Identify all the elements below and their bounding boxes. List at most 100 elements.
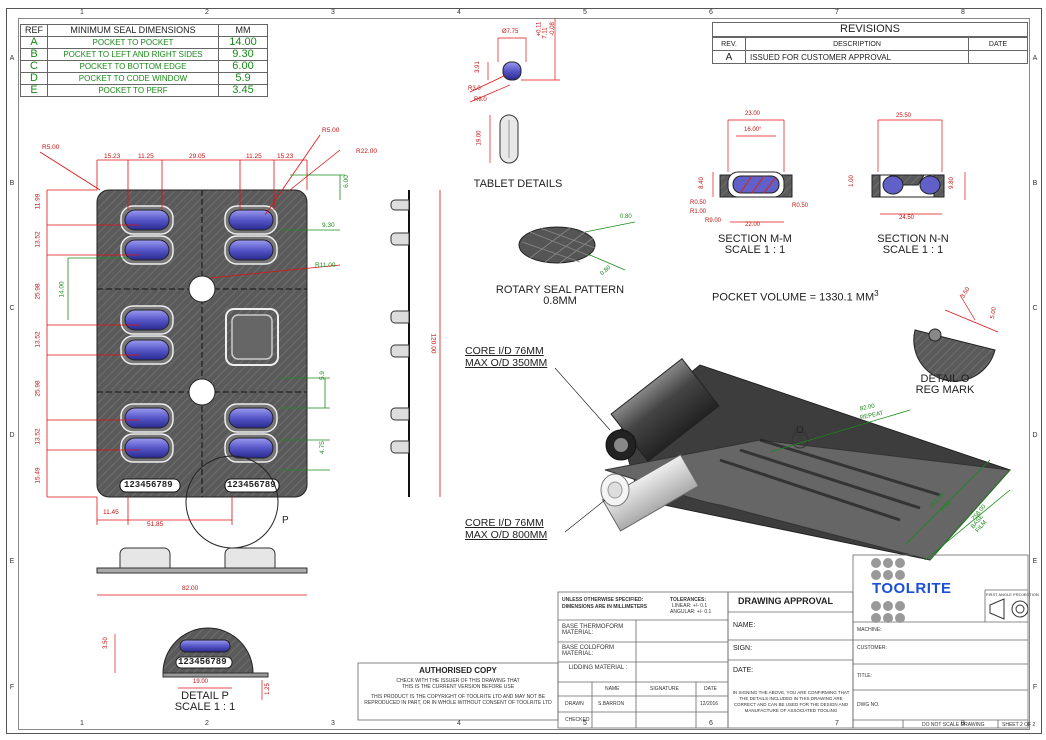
approval-name-label: NAME: — [733, 622, 756, 629]
zone-col-label: 1 — [80, 9, 84, 16]
zone-row-label: A — [1032, 55, 1038, 62]
checked-label: CHECKED — [565, 717, 590, 723]
detail-o-sub: REG MARK — [915, 384, 975, 396]
zone-col-label: 8 — [961, 9, 965, 16]
tablet-r8: R8.0 — [474, 97, 487, 103]
seal-name: POCKET TO PERF — [47, 84, 219, 97]
zone-col-label: 5 — [583, 9, 587, 16]
projection-icon — [989, 598, 1029, 620]
pocket — [124, 309, 170, 331]
tablet-tol-minus: -0.08 — [549, 22, 556, 36]
section-m-m — [712, 119, 793, 223]
projection-label: FIRST ANGLE PROJECTION — [986, 592, 1039, 597]
detail-p-marker: P — [282, 515, 289, 526]
m-r100: R1.00 — [690, 209, 707, 215]
material-coldform: BASE COLDFORM MATERIAL: — [562, 645, 615, 657]
pocket-volume-unit-sup: 3 — [874, 289, 879, 298]
dim-left-3: 25.98 — [34, 283, 42, 300]
seal-value: 3.45 — [218, 84, 268, 97]
do-not-scale: DO NOT SCALE DRAWING — [922, 722, 985, 728]
inner-frame — [18, 18, 1030, 730]
material-rolls — [554, 357, 1012, 561]
zone-row-label: E — [9, 558, 15, 565]
code-window-right — [224, 478, 280, 493]
dim-left-7: 13.52 — [34, 428, 42, 445]
dwg-no-label: DWG NO. — [857, 702, 880, 708]
dim-left-5: 13.52 — [34, 331, 42, 348]
approval-date-label: DATE: — [733, 667, 754, 674]
rev-date — [968, 50, 1028, 64]
dim-left-2: 13.52 — [34, 231, 42, 248]
detail-p-view — [114, 627, 269, 700]
section-n-n — [871, 119, 966, 215]
dim-top-3: 29.05 — [189, 153, 206, 160]
col-name: NAME — [605, 686, 620, 692]
toolrite-logo-dots — [871, 558, 905, 623]
toolrite-logo: TOOLRITE — [872, 580, 952, 597]
m-wbot: 22.00 — [745, 222, 761, 228]
dim-930: 9.30 — [322, 222, 335, 229]
dim-600: 6.00 — [342, 175, 350, 188]
drawn-label: DRAWN — [565, 701, 584, 707]
zone-col-label: 2 — [205, 720, 209, 727]
authorised-line-2: THIS IS THE CURRENT VERSION BEFORE USE — [401, 684, 515, 690]
col-date: DATE — [704, 686, 717, 692]
pocket-volume: POCKET VOLUME = 1330.1 MM3 — [712, 289, 879, 304]
zone-col-label: 7 — [835, 9, 839, 16]
zone-row-label: B — [1032, 180, 1038, 187]
bottom-roll-od: MAX O/D 800MM — [465, 529, 548, 541]
dim-5185: 51.85 — [147, 521, 164, 528]
zone-col-label: 6 — [709, 9, 713, 16]
m-r050a: R0.50 — [690, 200, 707, 206]
rotary-sub: 0.8MM — [543, 295, 577, 307]
dim-top-5: 15.23 — [277, 153, 294, 160]
section-n-title: SECTION N-N — [877, 233, 949, 245]
zone-row-label: C — [1032, 305, 1038, 312]
approval-note: IN SIGNING THE ABOVE, YOU ARE CONFIRMING… — [732, 690, 850, 713]
detail-p-h: 3.50 — [102, 637, 109, 649]
detail-p-scale: SCALE 1 : 1 — [174, 701, 236, 713]
pocket — [124, 437, 170, 459]
section-n-scale: SCALE 1 : 1 — [882, 244, 944, 256]
detail-p-w: 19.00 — [193, 679, 209, 685]
top-roll-od: MAX O/D 350MM — [465, 357, 548, 369]
tablet-tol-val: 7.11 — [542, 27, 549, 39]
pocket — [124, 407, 170, 429]
m-r050b: R0.50 — [792, 203, 809, 209]
zone-row-label: A — [9, 55, 15, 62]
tablet-height: 3.91 — [474, 61, 481, 73]
zone-col-label: 1 — [80, 720, 84, 727]
dim-r11: R11.00 — [315, 262, 336, 269]
pocket — [228, 407, 274, 429]
detail-o-marker: O — [796, 425, 804, 436]
detail-o — [913, 294, 999, 382]
n-wbot: 24.50 — [899, 215, 915, 221]
dim-top-4: 11.25 — [246, 153, 262, 160]
zone-row-label: C — [9, 305, 15, 312]
dim-59: 5.9 — [319, 370, 327, 381]
rev-value: A — [712, 50, 746, 64]
code-right: 123456789 — [227, 480, 276, 490]
pocket — [228, 239, 274, 261]
rotary-title: ROTARY SEAL PATTERN — [495, 284, 625, 296]
tol-angular: ANGULAR: +/- 0.1 — [670, 609, 712, 615]
side-view — [390, 190, 441, 497]
tablet-tol-plus: +0.11 — [536, 21, 543, 37]
customer-label: CUSTOMER: — [857, 645, 887, 651]
dim-top-2: 11.25 — [138, 153, 154, 160]
material-lidding: LIDDING MATERIAL : — [568, 665, 628, 671]
dim-82: 82.00 — [182, 585, 199, 592]
zone-col-label: 8 — [961, 720, 965, 727]
dim-left-6: 25.98 — [34, 380, 42, 397]
n-h2: 9.80 — [948, 177, 955, 189]
material-thermoform: BASE THERMOFORM MATERIAL: — [562, 624, 624, 636]
drawing-approval-title: DRAWING APPROVAL — [738, 596, 834, 606]
tablet-r3: R3.0 — [468, 86, 481, 92]
zone-row-label: E — [1032, 558, 1038, 565]
zone-row-label: F — [9, 684, 15, 691]
m-h: 8.40 — [698, 177, 705, 189]
